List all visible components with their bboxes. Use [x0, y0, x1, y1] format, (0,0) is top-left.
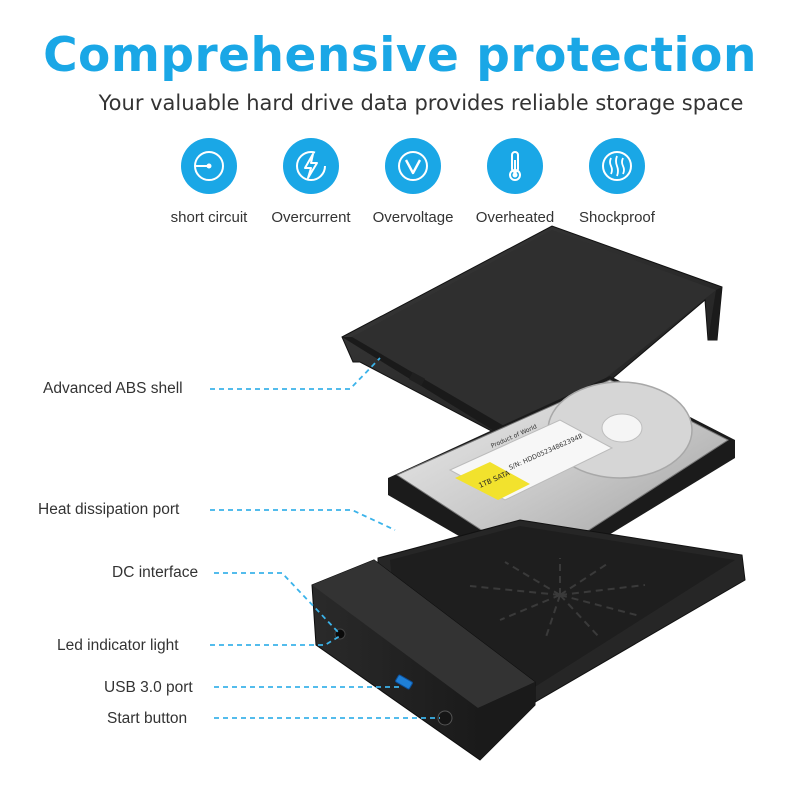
feature-overvoltage: Overvoltage	[358, 138, 468, 226]
callout-heat-dissipation: Heat dissipation port	[38, 501, 180, 518]
callout-led-indicator: Led indicator light	[57, 637, 179, 654]
short-circuit-icon	[181, 138, 237, 194]
lightning-icon	[283, 138, 339, 194]
waveform-icon	[589, 138, 645, 194]
feature-shockproof: Shockproof	[562, 138, 672, 226]
page-title: Comprehensive protection	[43, 28, 757, 83]
feature-label: Overheated	[475, 209, 555, 226]
feature-label: Overvoltage	[372, 209, 454, 226]
feature-label: short circuit	[170, 209, 248, 226]
feature-label: Overcurrent	[271, 209, 351, 226]
feature-label: Shockproof	[579, 209, 655, 226]
usb-port	[395, 674, 413, 690]
callout-usb-port: USB 3.0 port	[104, 679, 193, 696]
feature-overheated: Overheated	[460, 138, 570, 226]
callout-dc-interface: DC interface	[112, 564, 199, 581]
callout-abs-shell: Advanced ABS shell	[43, 380, 183, 397]
feature-overcurrent: Overcurrent	[256, 138, 366, 226]
start-button-knob	[437, 710, 453, 726]
thermometer-icon	[487, 138, 543, 194]
hard-drive: 1TB SATA S/N: HDD052348623948 Product of…	[388, 376, 735, 580]
feature-short-circuit: short circuit	[154, 138, 264, 226]
dock-base	[311, 519, 746, 761]
page-subtitle: Your valuable hard drive data provides r…	[98, 91, 744, 115]
callout-start-button: Start button	[107, 710, 188, 727]
abs-shell-cover	[341, 225, 723, 452]
callout-lines	[210, 357, 440, 719]
checkmark-v-icon	[385, 138, 441, 194]
